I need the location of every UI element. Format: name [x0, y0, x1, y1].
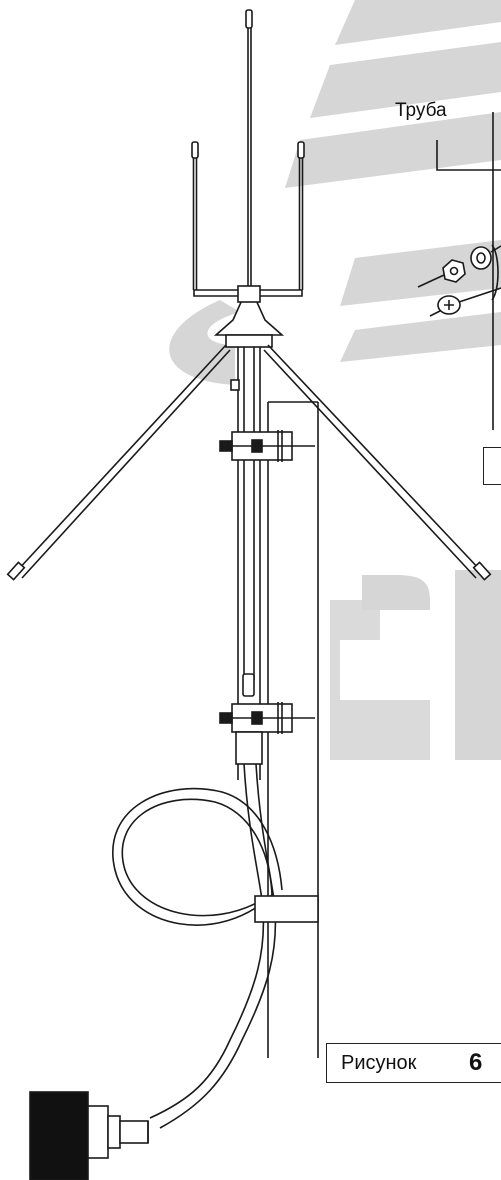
watermark-logo [169, 0, 501, 760]
coax-connector-icon [29, 1091, 149, 1180]
side-figure-box [483, 447, 501, 485]
figure-caption-word: Рисунок [341, 1052, 417, 1074]
bolt-icon [437, 287, 501, 315]
figure-caption-number: 6 [469, 1049, 483, 1076]
pipe-clamp-bottom [219, 702, 315, 765]
figure-caption: Рисунок 6 [326, 1043, 501, 1083]
pipe-label: Труба [395, 100, 447, 121]
pipe-mount-detail [417, 112, 501, 430]
pipe-clamp-top [219, 430, 315, 462]
washer-icon [470, 246, 492, 270]
hex-nut-icon [442, 259, 466, 283]
cable-strap [254, 895, 319, 923]
coax-cable [112, 763, 283, 1129]
